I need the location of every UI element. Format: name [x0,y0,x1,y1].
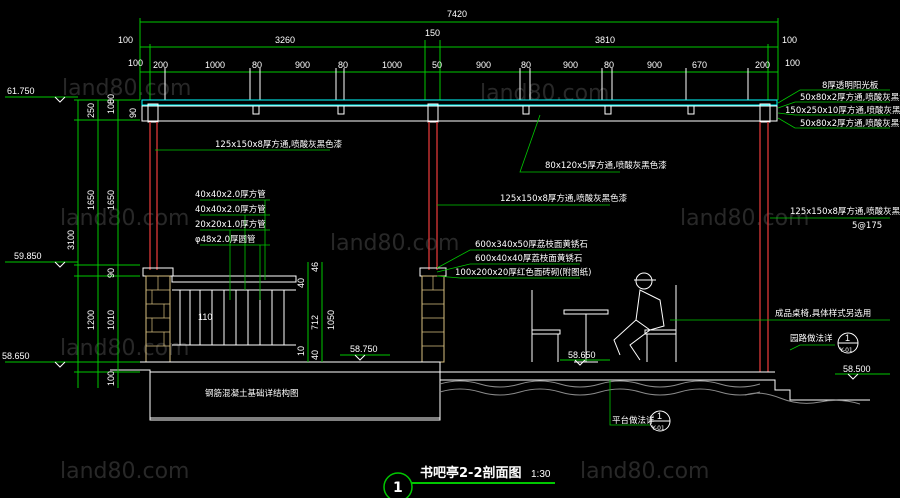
annotations: 8厚透明阳光板 50x80x2厚方通,喷酸灰黑色漆 150x250x10厚方通,… [195,80,900,426]
leader-lines [155,89,890,426]
ground-foundation: 钢筋混凝土基础详结构图 [110,361,870,421]
watermark: land80.com [580,459,709,484]
foundation-note: 钢筋混凝土基础详结构图 [205,388,299,399]
label-rail4: φ48x2.0厚圆管 [195,234,255,245]
elev-floor: 58.650 [568,350,596,360]
label-platform-note: 平台做法详 [612,415,655,426]
columns [149,122,769,372]
label-beam3: 50x80x2厚方通,喷酸灰黑色漆 [800,118,900,129]
label-cap1: 600x340x50厚荔枝面黄锈石 [475,239,588,250]
detail-bubbles: 1 Y-01 1 Y-01 [649,332,859,432]
furniture-figure [531,272,677,363]
railing: 110 [171,275,297,346]
title-block: 1 书吧亭2-2剖面图 1:30 [383,465,555,498]
label-roof-board: 8厚透明阳光板 [822,80,879,91]
top-dimensions: 7420 3260 150 3810 100 100 100 200 1000 80 9… [118,9,800,100]
watermark: land80.com [480,81,609,106]
dim-left-1010: 1010 [106,310,116,330]
watermark: land80.com [60,206,189,231]
dim-right-span: 3810 [595,35,615,45]
label-rail2: 40x40x2.0厚方管 [195,204,266,215]
dim-rail-10: 10 [296,346,306,356]
elev-right: 58.500 [843,364,871,374]
dim-row2-item: 1000 [205,60,225,70]
dim-left-1650b: 1650 [106,190,116,210]
watermark: land80.com [60,336,189,361]
dim-left-100: 100 [106,99,116,114]
elevation-marks: 61.750 59.850 58.650 58.750 58.650 58.50… [2,86,890,380]
dim-rail-40: 40 [296,278,306,288]
label-purlin: 80x120x5厚方通,喷酸灰黑色漆 [545,160,667,171]
dim-row2-item: 1000 [382,60,402,70]
label-stair-note: 园路做法详 [790,333,833,344]
dim-row2-item: 200 [755,60,770,70]
elev-base-left: 58.650 [2,351,30,361]
dim-row2-item: 80 [338,60,348,70]
dim-edge-left: 100 [118,35,133,45]
label-cap2: 600x40x40厚荔枝面黄锈石 [475,253,582,264]
dim-left-1650a: 1650 [86,190,96,210]
dim-row2-item: 200 [153,60,168,70]
drawing-scale: 1:30 [531,469,551,480]
dim-left-3100: 3100 [66,230,76,250]
dim-row2-item: 100 [785,58,800,68]
drawing-title: 书吧亭2-2剖面图 [420,465,522,481]
label-rail3: 20x20x1.0厚方管 [195,219,266,230]
detail-a-top: 1 [845,333,850,343]
watermark: land80.com [680,206,809,231]
dim-rail-712: 712 [310,315,320,330]
watermark: land80.com [330,231,459,256]
watermark: land80.com [62,76,191,101]
dim-left-250: 250 [86,103,96,118]
detail-a-bot: Y-01 [839,347,853,354]
dim-row2-item: 50 [432,60,442,70]
dim-left-80: 80 [106,94,116,104]
label-cap3: 100x200x20厚红色面砖砌(附图纸) [455,267,591,278]
dim-rail-40b: 40 [310,350,320,360]
dim-row2-item: 900 [295,60,310,70]
dim-left-90b: 90 [106,268,116,278]
elev-top: 61.750 [7,86,35,96]
elev-mid: 59.850 [14,251,42,261]
roof-structure [141,99,778,123]
dim-mid: 150 [425,28,440,38]
dim-left-100b: 100 [106,371,116,386]
dim-left-90: 90 [128,108,138,118]
dim-row2-item: 80 [604,60,614,70]
label-furniture: 成品桌椅,具体样式另选用 [775,308,871,319]
dim-edge-right: 100 [782,35,797,45]
dim-row2-item: 900 [647,60,662,70]
watermarks: land80.com land80.com land80.com land80.… [60,76,809,484]
label-beam2: 150x250x10厚方通,喷酸灰黑色漆 [785,105,900,116]
label-col-right-note: 5@175 [852,221,882,231]
view-number: 1 [393,480,403,496]
label-col-left: 125x150x8厚方通,喷酸灰黑色漆 [215,139,343,150]
dim-row2-item: 670 [692,60,707,70]
dim-row2-item: 100 [128,58,143,68]
detail-b-top: 1 [657,411,662,421]
dim-left-1200: 1200 [86,310,96,330]
left-dimensions: 250 80 100 90 1650 3100 1650 90 1200 101… [66,94,336,388]
label-rail1: 40x40x2.0厚方管 [195,189,266,200]
elev-ground: 58.750 [350,344,378,354]
dim-row2-item: 900 [476,60,491,70]
dim-row2-item: 80 [521,60,531,70]
dim-row2-item: 80 [252,60,262,70]
label-col-right: 125x150x8厚方通,喷酸灰黑色漆 [790,206,900,217]
dim-overall: 7420 [447,9,467,19]
label-col-mid: 125x150x8厚方通,喷酸灰黑色漆 [500,193,628,204]
watermark: land80.com [60,459,189,484]
dim-rail-1050: 1050 [326,310,336,330]
rail-gap: 110 [198,312,212,322]
dim-row2-item: 900 [563,60,578,70]
brick-piers [142,267,447,363]
dim-rail-46: 46 [310,262,320,272]
dim-left-span: 3260 [275,35,295,45]
label-beam1: 50x80x2厚方通,喷酸灰黑色漆 [800,92,900,103]
detail-b-bot: Y-01 [651,425,665,432]
